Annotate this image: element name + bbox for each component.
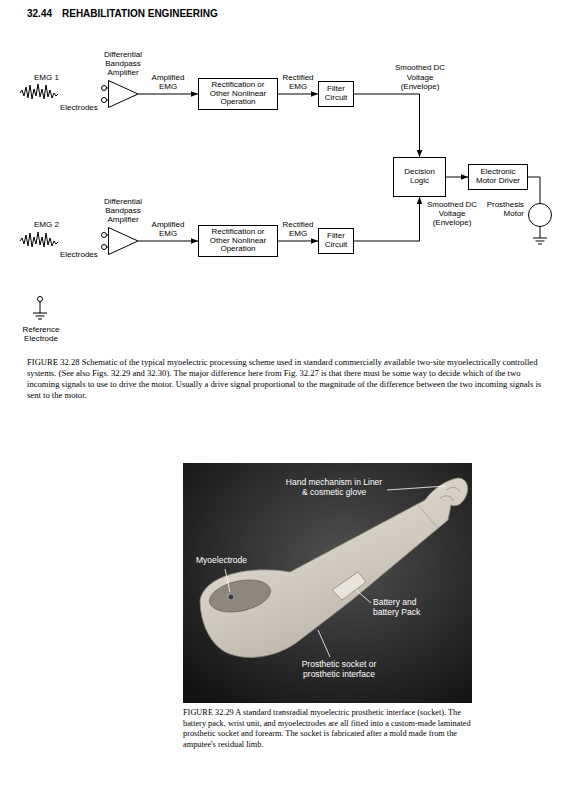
amplifier-symbol: Differential Bandpass Amplifier [108, 227, 138, 255]
signal-name: EMG 1 [34, 73, 59, 82]
signal-label: Smoothed DC Voltage (Envelope) [424, 200, 480, 228]
process-box: Filter Circuit [318, 81, 354, 107]
page-number: 32.44 [27, 8, 52, 20]
node-text: Decision Logic [396, 168, 443, 186]
photo-callout: Battery and battery Pack [373, 598, 429, 618]
emg-waveform [20, 232, 58, 247]
signal-name: EMG 2 [34, 220, 59, 229]
process-box: Rectification or Other Nonlinear Operati… [198, 78, 278, 111]
amplifier-outline [108, 80, 138, 108]
process-box: Electronic Motor Driver [468, 164, 528, 190]
myoelectrode [228, 594, 234, 600]
signal-label: Amplified EMG [143, 220, 193, 238]
part-label: Reference Electrode [15, 325, 67, 343]
amplifier-triangle [109, 228, 139, 255]
signal-label: Rectified EMG [279, 73, 317, 91]
connector-arrow [138, 94, 198, 95]
figure-caption: FIGURE 32.28 Schematic of the typical my… [27, 357, 555, 401]
photo-callout: Prosthetic socket or prosthetic interfac… [294, 660, 384, 680]
photo-callout: Myoelectrode [196, 556, 247, 566]
leader-line [225, 486, 446, 657]
node-text: Prosthesis Motor [478, 201, 524, 219]
node-text: Rectification or Other Nonlinear Operati… [201, 81, 275, 108]
signal-label: Amplified EMG [143, 73, 193, 91]
motor-symbol: Prosthesis Motor [528, 203, 552, 227]
connector-arrow [278, 93, 318, 94]
node-text: Electronic Motor Driver [471, 168, 525, 186]
electrode-symbol [102, 86, 110, 250]
prosthesis-arm [200, 478, 468, 657]
node-text: Differential Bandpass Amplifier [96, 198, 150, 225]
wrist-seam [418, 505, 438, 528]
connector-arrow [354, 197, 420, 241]
amplifier-triangle [109, 81, 139, 108]
part-label: Electrodes [60, 103, 98, 112]
hand-fingers [440, 488, 460, 501]
connector-arrow [446, 177, 468, 178]
figure-caption: FIGURE 32.29 A standard transradial myoe… [183, 708, 472, 750]
amplifier-outline [108, 227, 138, 255]
socket-opening [207, 575, 274, 617]
node-text: Differential Bandpass Amplifier [96, 51, 150, 78]
process-box: Filter Circuit [318, 228, 354, 254]
process-box: Decision Logic [393, 157, 446, 197]
photo-callout: Hand mechanism in Liner & cosmetic glove [285, 478, 383, 498]
ground-symbol [533, 227, 547, 244]
connector-arrow [354, 94, 420, 157]
ground-symbol [33, 297, 47, 320]
process-box: Rectification or Other Nonlinear Operati… [198, 225, 278, 258]
battery-pack [332, 572, 366, 600]
connector-arrow [528, 177, 540, 203]
amplifier-symbol: Differential Bandpass Amplifier [108, 80, 138, 108]
connector-arrow [278, 240, 318, 241]
node-text: Filter Circuit [321, 85, 351, 103]
running-head: REHABILITATION ENGINEERING [62, 8, 218, 20]
signal-label: Rectified EMG [279, 220, 317, 238]
signal-label: Smoothed DC Voltage (Envelope) [389, 63, 451, 91]
connector-arrow [138, 241, 198, 242]
node-text: Rectification or Other Nonlinear Operati… [201, 228, 275, 255]
emg-waveform [20, 84, 58, 99]
node-text: Filter Circuit [321, 232, 351, 250]
photo-background [183, 463, 472, 703]
part-label: Electrodes [60, 250, 98, 259]
